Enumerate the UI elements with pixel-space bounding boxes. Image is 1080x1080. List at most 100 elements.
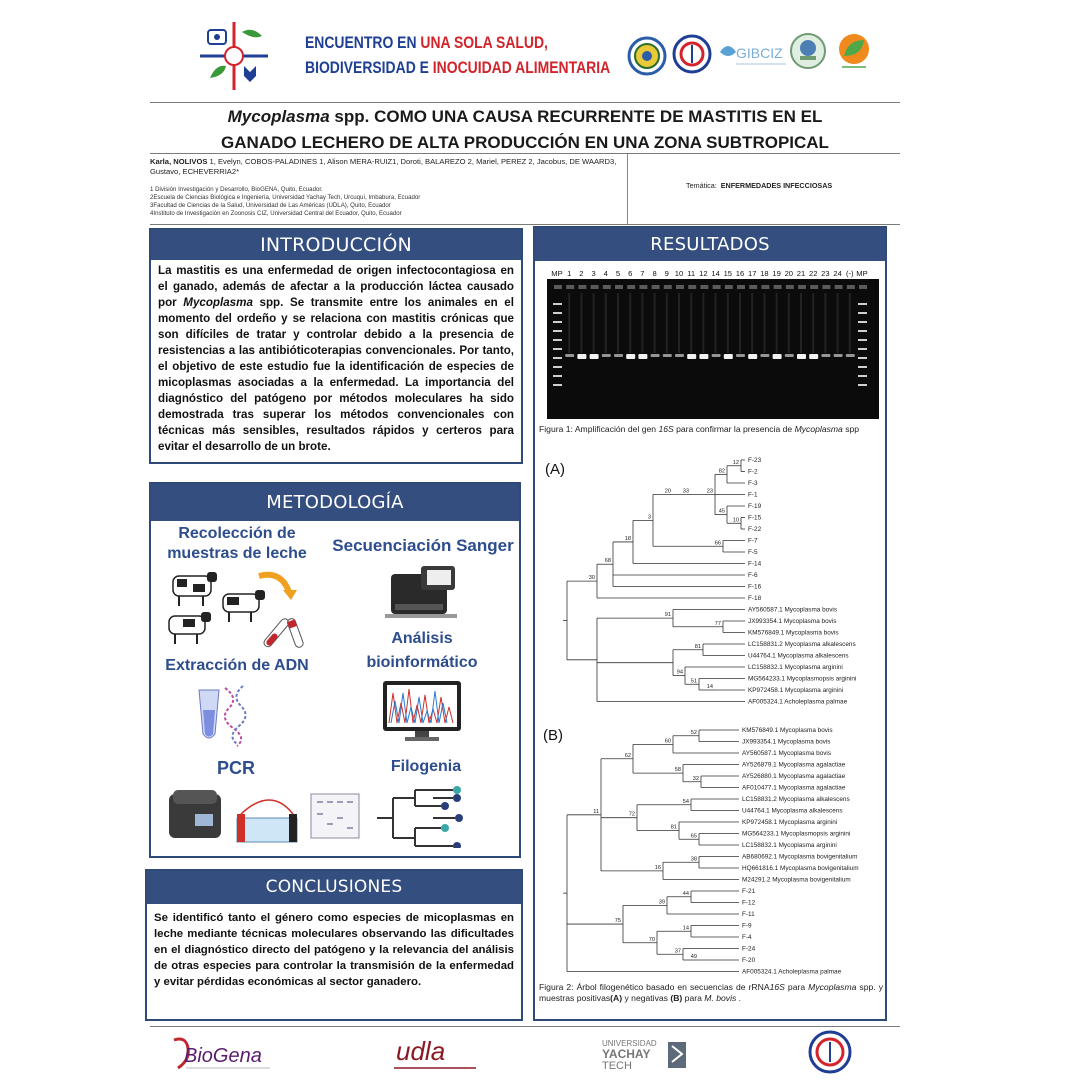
ladder-band xyxy=(858,357,867,359)
gel-well xyxy=(712,285,721,289)
fig1-italic: Mycoplasma xyxy=(794,424,843,434)
tree-leaf-label: F-24 xyxy=(742,946,756,953)
fig2-a: Figura 2: Árbol filogenético basado en s… xyxy=(539,982,770,992)
tree-leaf-label: F-22 xyxy=(748,526,762,533)
gel-lane-label: 12 xyxy=(699,269,707,278)
step-analisis: Análisis bioinformático xyxy=(366,630,478,671)
bootstrap-value: 45 xyxy=(719,509,725,515)
gel-lane-label: (-) xyxy=(846,269,854,278)
smear xyxy=(678,293,680,353)
yachay-line3: TECH xyxy=(602,1060,632,1072)
smear xyxy=(775,293,778,353)
gel-well xyxy=(822,285,831,289)
tree-leaf-label: KP972458.1 Mycoplasma arginini xyxy=(748,687,843,694)
sample-band xyxy=(784,354,794,357)
ladder-band xyxy=(553,303,562,305)
smear xyxy=(665,293,668,353)
bootstrap-value: 30 xyxy=(589,575,595,581)
gel-well xyxy=(724,285,733,289)
smear xyxy=(763,293,766,353)
event-line2-a: BIODIVERSIDAD E xyxy=(305,58,433,77)
bootstrap-value: 3 xyxy=(648,514,651,520)
bootstrap-value: 66 xyxy=(715,540,721,546)
ladder-band xyxy=(858,375,867,377)
sample-band xyxy=(833,354,843,357)
tree-leaf-label: MG564233.1 Mycoplasmopsis arginini xyxy=(748,676,856,683)
gel-well xyxy=(554,285,562,289)
gel-lane-label: 19 xyxy=(772,269,780,278)
sample-band xyxy=(821,354,831,357)
tree-leaf-label: F-9 xyxy=(742,923,752,930)
sample-band xyxy=(650,354,660,357)
sequencer-icon xyxy=(385,566,457,618)
bootstrap-value: 52 xyxy=(691,730,697,736)
tree-leaf-label: U44764.1 Mycoplasma alkalescens xyxy=(748,653,849,660)
chromatogram-monitor-icon xyxy=(383,681,461,741)
tree-leaf-label: AB680692.1 Mycoplasma bovigenitalium xyxy=(742,854,857,861)
sample-band xyxy=(577,354,587,359)
fig2-e: para xyxy=(682,993,705,1003)
affiliation: 4Instituto de Investigación en Zoonosis … xyxy=(150,209,402,217)
tree-leaf-label: F-23 xyxy=(748,457,762,464)
tree-leaf-label: F-18 xyxy=(748,595,762,602)
gel-lane-label: 23 xyxy=(821,269,829,278)
gel-image xyxy=(547,279,879,419)
smear xyxy=(726,293,729,353)
bootstrap-value: 39 xyxy=(659,899,665,905)
one-health-logo xyxy=(200,22,268,90)
tematica-label: Temática: xyxy=(686,181,717,190)
footer-rule xyxy=(150,1026,900,1027)
bootstrap-value: 82 xyxy=(719,468,725,474)
step-pcr: PCR xyxy=(216,758,255,778)
affiliations: 1 División Investigación y Desarrollo, B… xyxy=(150,186,626,218)
introduccion-text: La mastitis es una enfermedad de origen … xyxy=(158,263,514,455)
ladder-band xyxy=(553,321,562,323)
cow-icon xyxy=(172,572,217,606)
gibciz-text: GIBCIZ xyxy=(736,45,783,61)
fig1-b: para confirmar la presencia de xyxy=(673,424,795,434)
tematica-value: ENFERMEDADES INFECCIOSAS xyxy=(720,181,833,190)
smear xyxy=(629,293,632,353)
sample-band xyxy=(626,354,636,359)
gel-lane-label: 11 xyxy=(687,269,695,278)
tree-leaf-label: F-14 xyxy=(748,561,762,568)
sample-band xyxy=(662,354,672,357)
bootstrap-value: 16 xyxy=(655,865,661,871)
ladder-band xyxy=(553,375,562,377)
smear xyxy=(812,293,815,353)
step-extraccion: Extracción de ADN xyxy=(165,657,309,674)
poster-title: Mycoplasma spp. COMO UNA CAUSA RECURRENT… xyxy=(150,104,900,156)
gel-well xyxy=(627,285,636,289)
fig2-c: spp. y muestras positivas xyxy=(539,982,883,1003)
tree-leaf-label: F-6 xyxy=(748,572,758,579)
ladder-band xyxy=(553,348,562,350)
introduccion-heading: INTRODUCCIÓN xyxy=(151,230,521,260)
bootstrap-value: 14 xyxy=(707,684,713,690)
tree-leaf-label: MG564233.1 Mycoplasmopsis arginini xyxy=(742,831,850,838)
yachay-line1: UNIVERSIDAD xyxy=(602,1039,657,1048)
gel-well xyxy=(810,285,819,289)
gel-well xyxy=(651,285,660,289)
intro-text-italic: Mycoplasma xyxy=(183,296,253,309)
bootstrap-value: 58 xyxy=(675,767,681,773)
affiliation: 1 División Investigación y Desarrollo, B… xyxy=(150,186,323,193)
smear xyxy=(592,293,595,353)
tree-leaf-label: KP972458.1 Mycoplasma arginini xyxy=(742,819,837,826)
tree-leaf-label: LC158832.1 Mycoplasma arginini xyxy=(748,664,843,671)
event-title: ENCUENTRO EN UNA SOLA SALUD, BIODIVERSID… xyxy=(305,30,610,80)
smear xyxy=(824,293,827,353)
bootstrap-value: 38 xyxy=(691,856,697,862)
fig2-f: . xyxy=(736,993,742,1003)
gel-lane-label: MP xyxy=(856,269,867,278)
smear xyxy=(787,293,790,353)
sample-band xyxy=(614,354,623,357)
gibciz-logo: GIBCIZ xyxy=(720,45,786,65)
smear xyxy=(714,293,717,353)
bootstrap-value: 91 xyxy=(665,612,671,618)
gel-lane-label: 20 xyxy=(785,269,793,278)
conclusiones-heading: CONCLUSIONES xyxy=(147,871,521,904)
introduccion-panel: INTRODUCCIÓN La mastitis es una enfermed… xyxy=(149,228,523,464)
gel-lane-label: 14 xyxy=(711,269,719,278)
